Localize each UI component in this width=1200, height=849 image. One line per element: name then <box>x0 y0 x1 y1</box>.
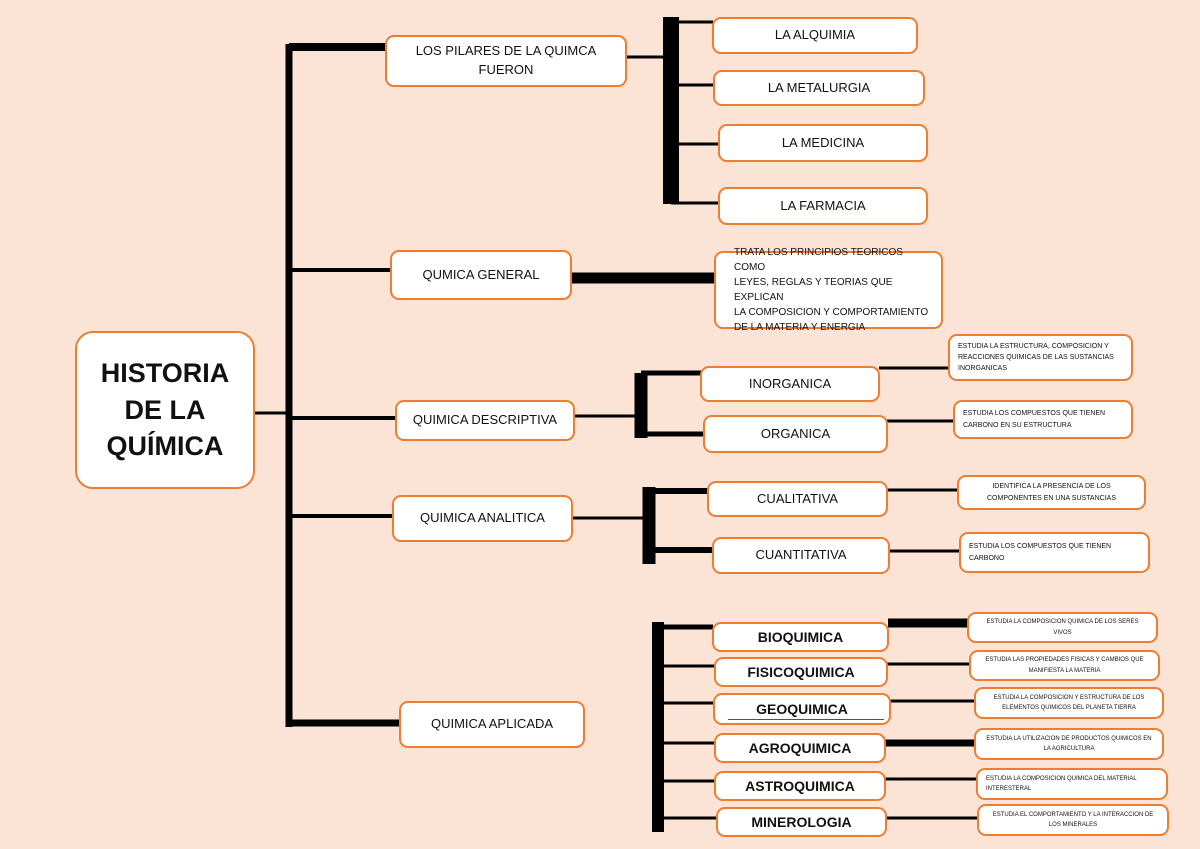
aplicada-fisicoquimica: FISICOQUIMICA <box>714 657 888 687</box>
minerologia-description-text: ESTUDIA EL COMPORTAMIENTO Y LA INTERACCI… <box>992 811 1154 828</box>
general-description-text: TRATA LOS PRINCIPIOS TEORICOS COMO LEYES… <box>734 247 929 333</box>
inorganica-description: ESTUDIA LA ESTRUCTURA, COMPOSICION Y REA… <box>948 334 1133 381</box>
branch-pilares-label: LOS PILARES DE LA QUIMCA FUERON <box>415 43 597 77</box>
fisicoquimica-description: ESTUDIA LAS PROPIEDADES FISICAS Y CAMBIO… <box>969 650 1160 681</box>
pilar-medicina: LA MEDICINA <box>718 124 928 162</box>
geoquimica-underline <box>728 719 884 720</box>
agroquimica-label: AGROQUIMICA <box>748 739 852 756</box>
agroquimica-description-text: ESTUDIA LA UTILIZACION DE PRODUCTOS QUIM… <box>986 735 1152 752</box>
aplicada-astroquimica: ASTROQUIMICA <box>714 771 886 801</box>
astroquimica-label: ASTROQUIMICA <box>745 777 855 794</box>
branch-analitica-label: QUIMICA ANALITICA <box>420 510 545 526</box>
cualitativa-description-text: IDENTIFICA LA PRESENCIA DE LOS COMPONENT… <box>986 483 1116 502</box>
minerologia-label: MINEROLOGIA <box>751 813 852 830</box>
analitica-cualitativa: CUALITATIVA <box>707 481 888 517</box>
branch-aplicada-label: QUIMICA APLICADA <box>430 716 554 732</box>
geoquimica-label: GEOQUIMICA <box>756 700 848 717</box>
main-title-box: HISTORIA DE LA QUÍMICA <box>75 331 255 489</box>
fisicoquimica-description-text: ESTUDIA LAS PROPIEDADES FISICAS Y CAMBIO… <box>985 657 1144 674</box>
organica-label: ORGANICA <box>760 425 831 441</box>
branch-pilares: LOS PILARES DE LA QUIMCA FUERON <box>385 35 627 87</box>
fisicoquimica-label: FISICOQUIMICA <box>747 663 855 680</box>
aplicada-minerologia: MINEROLOGIA <box>716 807 887 837</box>
cuantitativa-description: ESTUDIA LOS COMPUESTOS QUE TIENEN CARBON… <box>959 532 1150 573</box>
bioquimica-label: BIOQUIMICA <box>757 628 844 645</box>
astroquimica-description-text: ESTUDIA LA COMPOSICION QUIMICA DEL MATER… <box>986 775 1137 792</box>
astroquimica-description: ESTUDIA LA COMPOSICION QUIMICA DEL MATER… <box>976 768 1168 800</box>
pilar-farmacia: LA FARMACIA <box>718 187 928 225</box>
cuantitativa-label: CUANTITATIVA <box>755 547 847 563</box>
pilar-metalurgia: LA METALURGIA <box>713 70 925 106</box>
pilar-medicina-label: LA MEDICINA <box>781 134 865 150</box>
general-description: TRATA LOS PRINCIPIOS TEORICOS COMO LEYES… <box>714 247 943 333</box>
pilar-farmacia-label: LA FARMACIA <box>780 197 866 213</box>
main-title: HISTORIA DE LA QUÍMICA <box>100 358 230 462</box>
pilar-metalurgia-label: LA METALURGIA <box>767 79 871 95</box>
pilar-alquimia: LA ALQUIMIA <box>712 17 918 54</box>
organica-description-text: ESTUDIA LOS COMPUESTOS QUE TIENEN CARBON… <box>963 410 1106 429</box>
branch-descriptiva: QUIMICA DESCRIPTIVA <box>395 400 575 441</box>
descriptiva-inorganica: INORGANICA <box>700 366 880 402</box>
branch-general: QUMICA GENERAL <box>390 250 572 300</box>
inorganica-label: INORGANICA <box>748 375 832 391</box>
aplicada-bioquimica: BIOQUIMICA <box>712 622 889 652</box>
pilar-alquimia-label: LA ALQUIMIA <box>774 27 856 43</box>
cualitativa-description: IDENTIFICA LA PRESENCIA DE LOS COMPONENT… <box>957 475 1146 510</box>
aplicada-agroquimica: AGROQUIMICA <box>714 733 886 763</box>
analitica-cuantitativa: CUANTITATIVA <box>712 537 890 574</box>
cuantitativa-description-text: ESTUDIA LOS COMPUESTOS QUE TIENEN CARBON… <box>969 543 1112 562</box>
inorganica-description-text: ESTUDIA LA ESTRUCTURA, COMPOSICION Y REA… <box>958 342 1114 373</box>
organica-description: ESTUDIA LOS COMPUESTOS QUE TIENEN CARBON… <box>953 400 1133 439</box>
aplicada-geoquimica: GEOQUIMICA <box>713 693 891 725</box>
minerologia-description: ESTUDIA EL COMPORTAMIENTO Y LA INTERACCI… <box>977 804 1169 836</box>
geoquimica-description-text: ESTUDIA LA COMPOSICION Y ESTRUCTURA DE L… <box>993 694 1145 711</box>
bioquimica-description: ESTUDIA LA COMPOSICION QUIMICA DE LOS SE… <box>967 612 1158 643</box>
agroquimica-description: ESTUDIA LA UTILIZACION DE PRODUCTOS QUIM… <box>974 728 1164 760</box>
branch-general-label: QUMICA GENERAL <box>422 266 540 282</box>
descriptiva-organica: ORGANICA <box>703 415 888 453</box>
bioquimica-description-text: ESTUDIA LA COMPOSICION QUIMICA DE LOS SE… <box>986 619 1139 636</box>
cualitativa-label: CUALITATIVA <box>757 490 838 506</box>
branch-descriptiva-label: QUIMICA DESCRIPTIVA <box>412 412 558 428</box>
branch-analitica: QUIMICA ANALITICA <box>392 495 573 542</box>
geoquimica-description: ESTUDIA LA COMPOSICION Y ESTRUCTURA DE L… <box>974 687 1164 719</box>
branch-aplicada: QUIMICA APLICADA <box>399 701 585 748</box>
